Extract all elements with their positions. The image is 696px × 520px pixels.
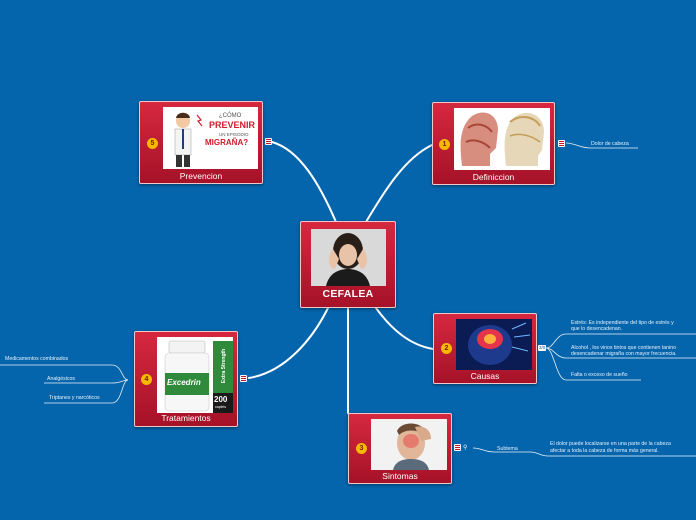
subtopic-alcohol-line1[interactable]: Alcohol , los vinos tintos que contienen…: [571, 345, 676, 351]
head-anatomy-image: [454, 108, 550, 170]
subtopic-alcohol-line2[interactable]: desencadenar migraña con mayor frecuenci…: [571, 351, 677, 357]
topic-number-badge: 3: [356, 443, 367, 454]
link-trat-triptanes: [44, 379, 129, 404]
topic-node-prevencion[interactable]: ¿CÓMO PREVENIR UN EPISODIO MIGRAÑA? 5 Pr…: [139, 101, 263, 184]
brain-pain-image: [456, 319, 532, 370]
central-topic-title: CEFALEA: [322, 288, 374, 300]
product-side-label: Extra Strength: [221, 348, 227, 384]
subtopic-triptanes[interactable]: Triptanes y narcóticos: [49, 395, 100, 401]
menu-icon[interactable]: [454, 444, 461, 451]
link-icon[interactable]: ⚲: [463, 445, 468, 451]
product-unit: caplets: [215, 405, 227, 409]
subtopic-count-badge[interactable]: 3/0: [538, 345, 547, 351]
link-center-prevencion: [271, 141, 337, 223]
subtopic-falta-sueno[interactable]: Falta o exceso de sueño: [571, 372, 628, 378]
topic-node-tratamientos[interactable]: Excedrin Extra Strength 200 caplets 4 Tr…: [134, 331, 238, 427]
link-trat-medicamentos: [0, 364, 129, 381]
prevention-text-line4: MIGRAÑA?: [205, 138, 249, 147]
topic-node-causas[interactable]: 2 Causas: [433, 313, 537, 384]
menu-icon[interactable]: [265, 138, 272, 145]
prevention-text-line3: UN EPISODIO: [219, 132, 249, 137]
subtopic-analgesicos[interactable]: Analgésicos: [47, 376, 75, 382]
link-trat-analgesicos: [44, 379, 129, 384]
central-topic-node[interactable]: CEFALEA: [300, 221, 396, 308]
subtopic-dolor-line1[interactable]: El dolor puede localizarse en una parte …: [550, 441, 671, 447]
topic-node-sintomas[interactable]: 3 Sintomas: [348, 413, 452, 484]
subtopic-dolor-de-cabeza[interactable]: Dolor de cabeza: [591, 141, 629, 147]
subtopic-medicamentos[interactable]: Medicamentos combinados: [5, 356, 69, 362]
prevention-illustration: ¿CÓMO PREVENIR UN EPISODIO MIGRAÑA?: [163, 107, 258, 169]
link-subtema-detail: [529, 451, 696, 457]
subtopic-dolor-line2[interactable]: afectar a toda la cabeza de forma más ge…: [550, 448, 659, 454]
topic-caption: Causas: [470, 371, 500, 381]
topic-number-badge: 5: [147, 138, 158, 149]
link-center-causas: [375, 307, 434, 350]
link-center-tratamientos: [248, 307, 329, 379]
topic-caption: Tratamientos: [161, 413, 211, 423]
prevention-text-line1: ¿CÓMO: [219, 113, 242, 119]
topic-number-badge: 4: [141, 374, 152, 385]
product-count: 200: [214, 395, 228, 404]
product-brand: Excedrin: [167, 378, 201, 387]
topic-caption: Prevencion: [179, 171, 223, 181]
topic-number-badge: 2: [441, 343, 452, 354]
subtopic-estres-line2[interactable]: que lo desencadenan.: [571, 326, 623, 332]
subtopic-subtema[interactable]: Subtema: [497, 446, 518, 452]
link-causas-sueno: [545, 347, 641, 381]
topic-caption: Sintomas: [382, 471, 418, 481]
headache-woman-image: [311, 229, 386, 286]
menu-icon[interactable]: [558, 140, 565, 147]
link-causas-estres: [545, 333, 696, 349]
link-sintomas-subtema: [472, 447, 530, 453]
medicine-bottle-image: Excedrin Extra Strength 200 caplets: [157, 337, 233, 413]
headache-man-image: [371, 419, 447, 470]
menu-icon[interactable]: [240, 375, 247, 382]
topic-caption: Definiccion: [472, 172, 515, 182]
prevention-text-line2: PREVENIR: [209, 120, 256, 130]
link-causas-alcohol: [545, 347, 696, 359]
link-center-definicion: [365, 144, 433, 223]
subtopic-estres-line1[interactable]: Estrés: Es independiente del tipo de est…: [571, 320, 674, 326]
topic-number-badge: 1: [439, 139, 450, 150]
link-definicion-dolor: [565, 142, 638, 149]
topic-node-definicion[interactable]: 1 Definiccion: [432, 102, 555, 185]
